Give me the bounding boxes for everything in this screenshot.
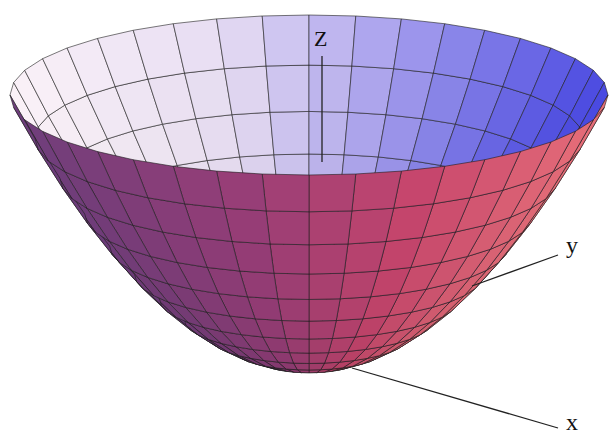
mesh-face — [270, 244, 309, 274]
z-axis-line — [321, 56, 322, 162]
axis-label: x — [566, 410, 578, 434]
axis-label: y — [566, 233, 578, 257]
y-axis-line — [472, 255, 558, 286]
mesh-face — [328, 337, 355, 353]
mesh-face — [25, 120, 65, 172]
mesh-face — [217, 171, 267, 211]
mesh-face — [262, 15, 309, 66]
mesh-face — [278, 299, 309, 321]
axis-lines — [322, 56, 558, 428]
mesh-face — [224, 66, 270, 115]
mesh-face — [185, 69, 232, 119]
mesh-face — [433, 160, 484, 204]
mesh-face — [309, 65, 352, 112]
mesh-face — [336, 297, 370, 321]
mesh-face — [270, 111, 309, 154]
axis-label: Z — [314, 28, 327, 50]
mesh-face — [173, 19, 224, 73]
mesh-face — [262, 174, 309, 212]
mesh-face — [10, 95, 38, 150]
mesh-face — [309, 273, 344, 299]
mesh-face — [274, 273, 309, 299]
mesh-face — [309, 244, 348, 274]
mesh-face — [309, 211, 352, 245]
mesh-face — [309, 339, 332, 354]
mesh-face — [344, 242, 386, 274]
mesh-face — [348, 208, 394, 244]
mesh-face — [332, 319, 363, 339]
mesh-face — [309, 299, 340, 321]
mesh-face — [217, 16, 267, 69]
bowl-interior — [10, 15, 608, 367]
mesh-face — [232, 112, 274, 157]
mesh-face — [309, 321, 336, 339]
mesh-face — [348, 66, 394, 115]
mesh-face — [309, 15, 356, 66]
bowl-exterior — [10, 95, 608, 373]
mesh-face — [352, 171, 402, 211]
mesh-face — [309, 174, 356, 212]
mesh-face — [309, 111, 348, 154]
mesh-face — [282, 321, 309, 339]
mesh-face — [309, 363, 325, 370]
mesh-face — [340, 271, 378, 299]
mesh-face — [266, 65, 309, 112]
x-axis-line — [352, 368, 558, 428]
mesh-face — [309, 353, 328, 364]
mesh-face — [266, 211, 309, 245]
mesh-face — [352, 16, 402, 69]
